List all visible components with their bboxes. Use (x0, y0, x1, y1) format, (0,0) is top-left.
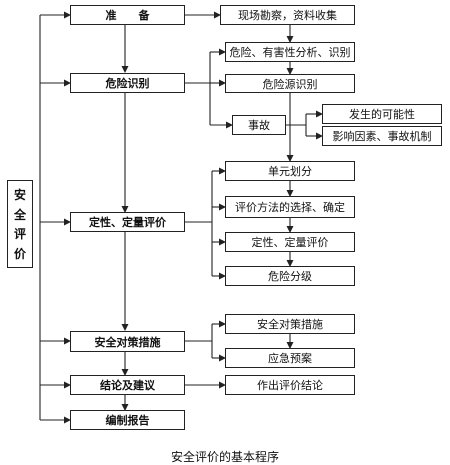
detail-method-selection: 评价方法的选择、确定 (225, 196, 355, 218)
detail-hazard-grading: 危险分级 (225, 266, 355, 286)
side-char-4: 价 (13, 246, 26, 261)
detail-probability: 发生的可能性 (322, 104, 442, 124)
step-prepare: 准 备 (70, 5, 185, 25)
detail-emergency-plan: 应急预案 (225, 348, 355, 368)
detail-survey: 现场勘察，资料收集 (220, 5, 355, 25)
side-char-3: 评 (13, 227, 26, 242)
detail-hazard-source: 危险源识别 (225, 74, 355, 93)
detail-evaluation-conclusion: 作出评价结论 (225, 375, 355, 395)
figure-caption: 安全评价的基本程序 (170, 450, 279, 464)
step-conclusion: 结论及建议 (70, 375, 185, 395)
detail-accident: 事故 (232, 115, 286, 135)
step-qualitative-quantitative: 定性、定量评价 (70, 212, 185, 232)
detail-unit-division: 单元划分 (225, 161, 355, 181)
detail-qq-evaluation: 定性、定量评价 (225, 232, 355, 252)
detail-hazard-analysis: 危险、有害性分析、识别 (225, 42, 355, 62)
step-report: 编制报告 (70, 410, 185, 430)
detail-influence: 影响因素、事故机制 (322, 126, 442, 146)
step-hazard-identification: 危险识别 (70, 73, 185, 93)
side-char-2: 全 (13, 207, 26, 222)
step-countermeasures: 安全对策措施 (70, 331, 185, 352)
detail-safety-measures: 安全对策措施 (225, 314, 355, 334)
safety-evaluation-side-label: 安 全 评 价 (7, 180, 33, 268)
side-char-1: 安 (13, 188, 26, 203)
